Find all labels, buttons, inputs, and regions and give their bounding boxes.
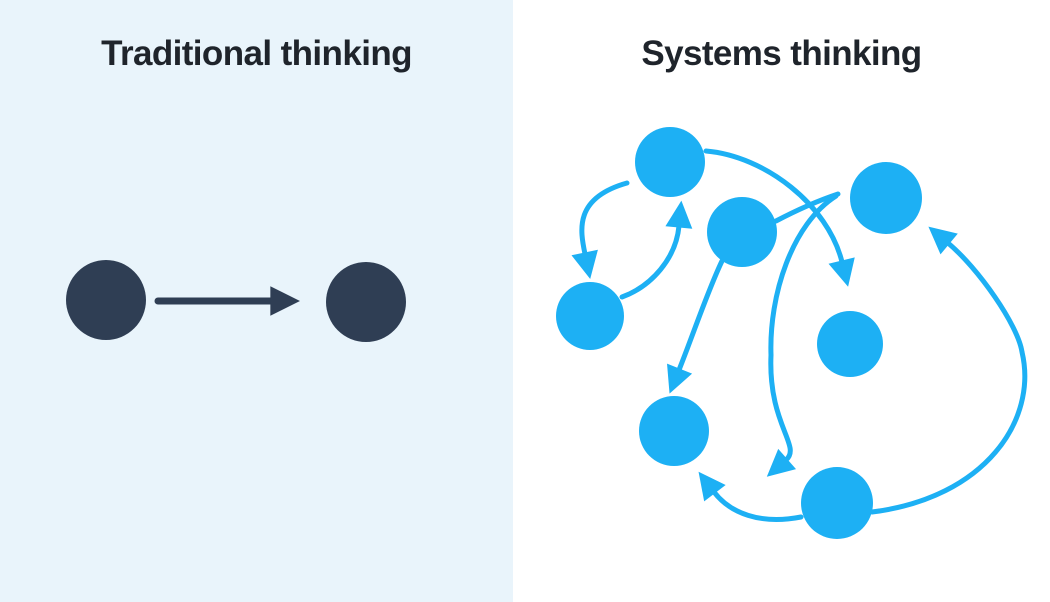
systems-thinking-title: Systems thinking xyxy=(641,34,922,73)
traditional-thinking-panel: Traditional thinking xyxy=(0,0,513,602)
traditional-thinking-title: Traditional thinking xyxy=(101,34,412,73)
systems-thinking-panel: Systems thinking xyxy=(513,0,1050,602)
